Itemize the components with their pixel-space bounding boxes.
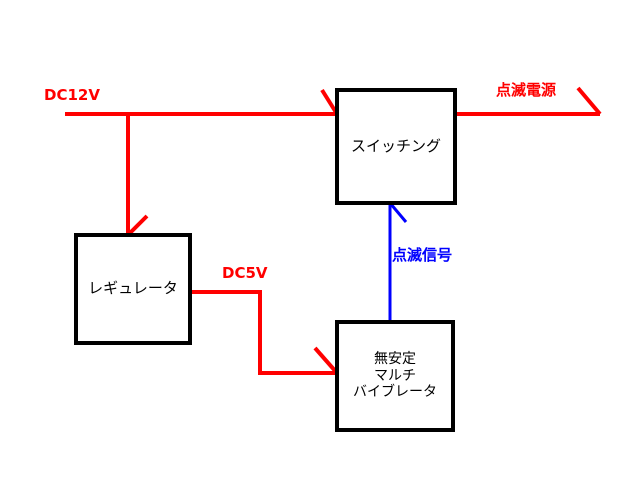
label-blink-signal: 点滅信号: [392, 246, 453, 264]
box-regulator-outline[interactable]: [74, 233, 192, 345]
box-switching[interactable]: スイッチング: [337, 90, 455, 203]
box-switching-label: スイッチング: [350, 136, 441, 155]
arrowhead-dc12v-into-switching: [320, 88, 339, 116]
label-dc5v: DC5V: [222, 264, 268, 282]
box-regulator-label: レギュレータ: [88, 279, 178, 298]
box-switching-outline[interactable]: [335, 88, 457, 205]
label-blink-power: 点滅電源: [496, 81, 557, 99]
arrowhead-blink-signal: [388, 202, 408, 223]
label-dc12v: DC12V: [44, 86, 100, 104]
arrowhead-dc5v-into-multivibrator: [313, 346, 339, 375]
box-multivibrator[interactable]: 無安定 マルチ バイブレータ: [337, 322, 453, 430]
wire-dc5v-feed: [190, 290, 337, 375]
arrowhead-blink-power-out: [576, 86, 602, 116]
arrowhead-dc12v-into-regulator: [126, 214, 149, 237]
box-multivibrator-label: 無安定 マルチ バイブレータ: [353, 351, 437, 401]
box-multivibrator-outline[interactable]: [335, 320, 455, 432]
box-regulator[interactable]: レギュレータ: [76, 235, 190, 343]
